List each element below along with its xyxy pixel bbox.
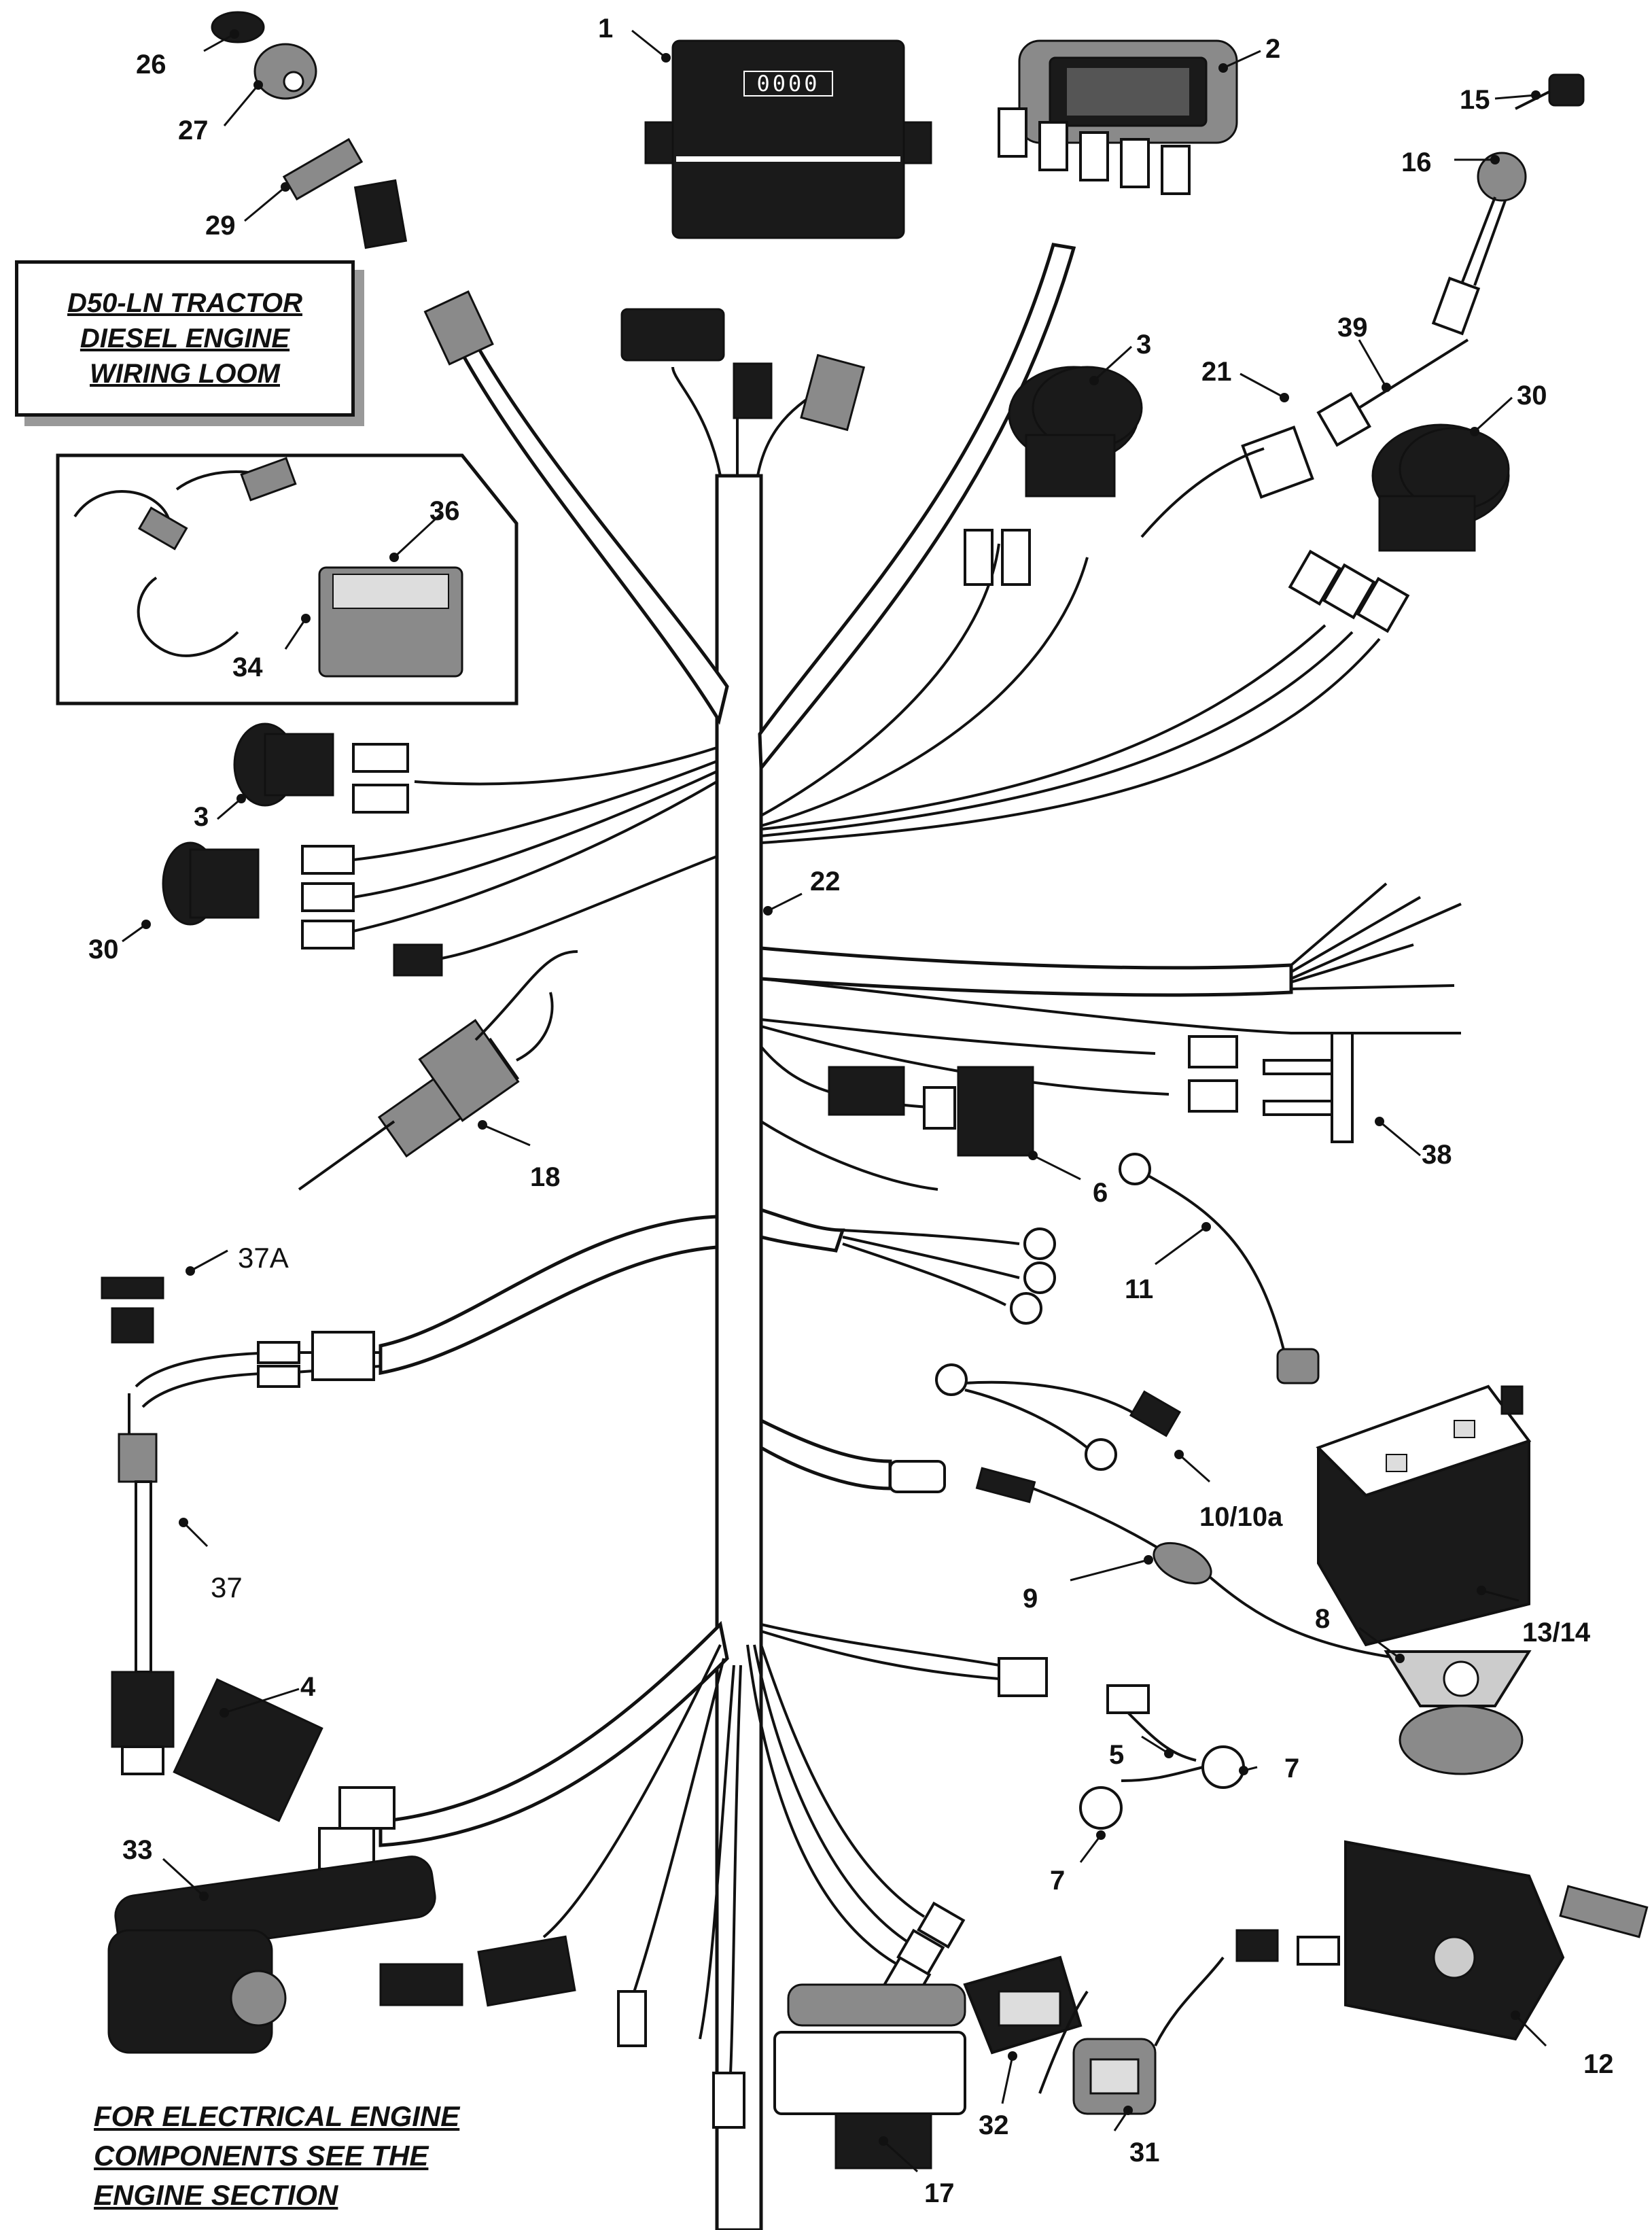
callout-6: 6 [1093,1178,1108,1208]
instrument-display [998,39,1238,195]
battery-lead-10 [935,1363,1182,1471]
callout-38: 38 [1422,1140,1452,1170]
callout-5: 5 [1109,1740,1124,1770]
callout-31: 31 [1129,2138,1160,2167]
diagram-title-box: D50-LN TRACTOR DIESEL ENGINE WIRING LOOM [15,260,355,417]
callout-36: 36 [429,496,460,526]
switch-3-upper [964,366,1143,586]
hour-meter: 0000 [644,39,932,239]
plug-31 [1072,1956,1225,2115]
callout-10-10a: 10/10a [1199,1502,1283,1532]
callout-3-upper: 3 [1136,330,1151,360]
callout-34: 34 [232,652,263,682]
callout-17: 17 [924,2178,955,2208]
note-line-2: COMPONENTS SEE THE [94,2140,429,2172]
title-line-3: WIRING LOOM [90,359,280,389]
callout-39: 39 [1337,313,1368,343]
callout-30-left: 30 [88,935,119,964]
unit-12 [1235,1840,1649,2041]
lamp-5-7 [998,1657,1245,1830]
horn-8 [1384,1650,1532,1775]
lower-plugs [617,1990,745,2129]
callout-12: 12 [1583,2049,1614,2079]
module-17 [773,1983,966,2170]
main-harness-trunk [135,243,1462,2230]
callout-7-right: 7 [1284,1754,1299,1783]
callout-30-upper: 30 [1517,381,1547,411]
callout-16: 16 [1401,147,1432,177]
callout-7-left: 7 [1050,1866,1065,1896]
switch-30-left [162,841,443,977]
callout-2: 2 [1265,34,1280,64]
callout-4: 4 [300,1672,316,1702]
small-parts-26-29 [211,11,408,249]
callout-37: 37 [211,1571,243,1603]
callout-37a: 37A [238,1242,289,1274]
note-line-3: ENGINE SECTION [94,2179,338,2211]
hour-meter-display: 0000 [756,71,820,97]
callout-27: 27 [178,116,209,145]
title-line-2: DIESEL ENGINE [80,324,290,353]
callout-29: 29 [205,211,236,241]
callout-33: 33 [122,1835,153,1865]
connector-21-39 [1140,338,1469,538]
callout-9: 9 [1023,1584,1038,1614]
earth-strap-11 [1119,1153,1320,1384]
callout-22: 22 [810,867,841,896]
engine-section-note: FOR ELECTRICAL ENGINE COMPONENTS SEE THE… [94,2097,610,2215]
ring-terminals [1010,1227,1056,1325]
linear-actuator-18 [298,950,578,1191]
callout-26: 26 [136,50,166,80]
battery-13-14 [1316,1384,1532,1647]
relay-6 [828,1066,1034,1157]
callout-3-left: 3 [194,802,209,832]
callout-32: 32 [979,2110,1009,2140]
callout-1: 1 [598,14,613,43]
socket-38 [1188,1032,1354,1143]
callout-8: 8 [1315,1604,1330,1634]
switch-30-upper [1288,423,1510,633]
callout-15: 15 [1460,85,1490,115]
socket-32 [883,1901,1089,2094]
trunk-top-connectors [423,290,866,432]
ignition-key-15-16 [1431,73,1585,336]
fuse-lead-9 [889,1460,1401,1660]
callout-18: 18 [530,1162,561,1192]
note-line-1: FOR ELECTRICAL ENGINE [94,2100,460,2132]
callout-11: 11 [1125,1274,1153,1304]
callout-leaders [122,29,1547,2173]
callout-labels: 1 2 26 27 29 15 16 3 21 39 30 36 34 3 30… [88,14,1614,2208]
actuator-33 [107,1856,576,2054]
switch-3-left [233,722,409,814]
charger-panel [56,453,519,705]
sensor-37 [101,1276,375,1775]
title-line-1: D50-LN TRACTOR [67,288,302,318]
callout-13-14: 13/14 [1522,1618,1591,1648]
module-4 [173,1678,396,1870]
callout-21: 21 [1201,357,1232,387]
